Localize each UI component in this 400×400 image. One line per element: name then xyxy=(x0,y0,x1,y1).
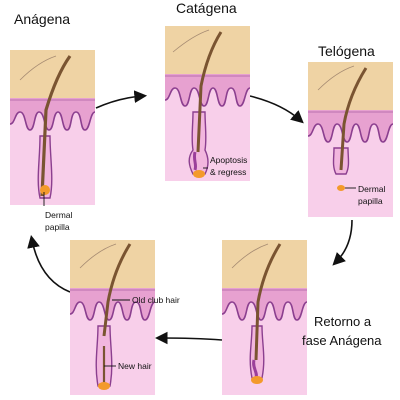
panel-telogena xyxy=(307,61,394,218)
label-apoptosis-line1: Apoptosis xyxy=(210,155,247,165)
cycle-arrows xyxy=(27,90,353,345)
label-apoptosis-line2: & regress xyxy=(210,167,246,177)
stage-title-anagena: Anágena xyxy=(14,11,70,27)
label-dermal-papilla-left-line2: papilla xyxy=(45,222,70,232)
arrow-newhair-to-anagena xyxy=(27,234,71,293)
arrow-catagena-to-telogena xyxy=(249,95,304,124)
stage-title-retorno-line2: fase Anágena xyxy=(302,333,382,348)
dermal-papilla-retorno xyxy=(251,376,263,384)
arrow-retorno-to-newhair xyxy=(154,331,223,345)
label-dermal-papilla-right-line2: papilla xyxy=(358,196,383,206)
arrow-anagena-to-catagena xyxy=(95,90,148,109)
label-dermal-papilla-left-line1: Dermal xyxy=(45,210,73,220)
panel-new-hair xyxy=(69,239,156,396)
label-new-hair: New hair xyxy=(118,361,152,371)
dermal-papilla-catagena xyxy=(193,170,205,178)
panel-catagena xyxy=(164,25,251,182)
label-old-club-hair: Old club hair xyxy=(132,295,180,305)
dermal-papilla-new-hair xyxy=(98,382,110,390)
arrow-telogena-to-retorno xyxy=(332,219,353,266)
panel-anagena xyxy=(9,49,96,206)
dermal-papilla-anagena xyxy=(40,185,50,195)
stage-title-retorno-line1: Retorno a xyxy=(314,314,372,329)
panel-retorno xyxy=(221,239,308,396)
stage-title-catagena: Catágena xyxy=(176,0,237,16)
stage-title-telogena: Telógena xyxy=(318,43,375,59)
label-dermal-papilla-right-line1: Dermal xyxy=(358,184,386,194)
dermal-papilla-telogena xyxy=(337,185,345,191)
annotation-pointers xyxy=(43,167,356,367)
